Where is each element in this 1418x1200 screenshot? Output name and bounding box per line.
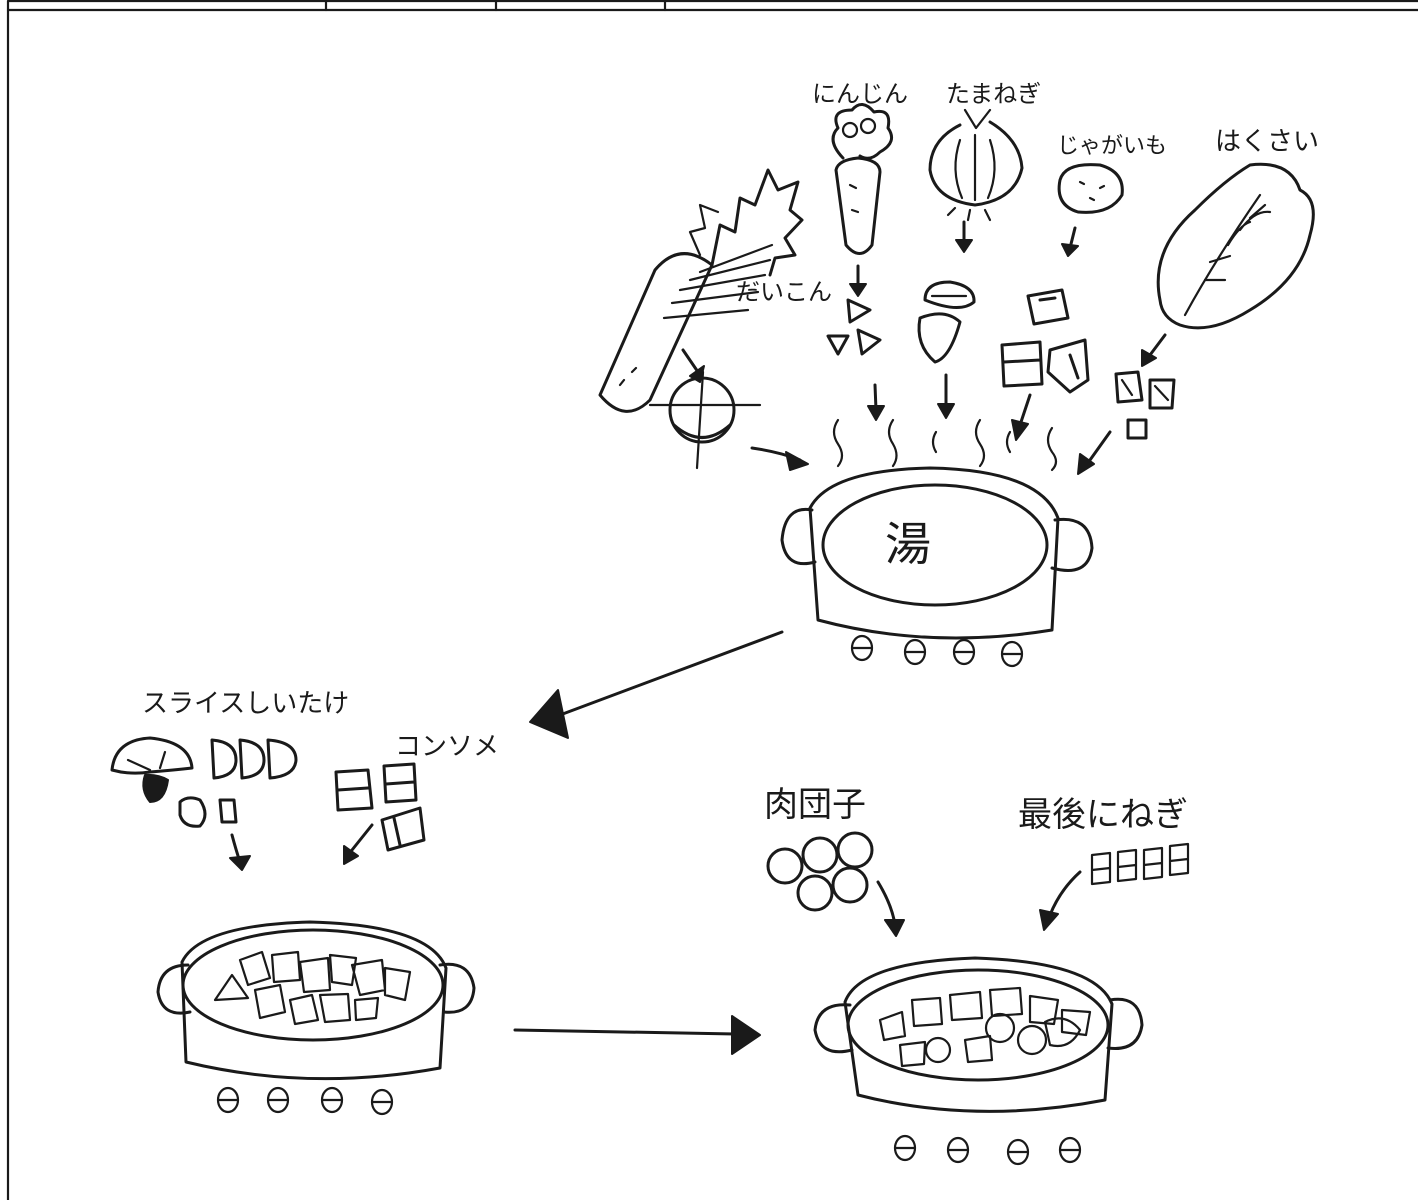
- arrow-potato: [1061, 226, 1079, 257]
- arrow-carrot: [849, 264, 867, 297]
- label-green-onion-last: 最後にねぎ: [1018, 795, 1188, 835]
- carrot-icon: [831, 103, 894, 255]
- pot-vegetables-icon: [156, 920, 476, 1081]
- arrow-cabbage-pot: [1077, 430, 1112, 475]
- pot-label: 湯: [885, 517, 931, 571]
- label-sliced-shiitake: スライスしいたけ: [142, 689, 349, 719]
- potato-icon: [1057, 163, 1124, 214]
- arrow-cabbage: [1141, 333, 1167, 367]
- onion-slices-icon: [917, 280, 976, 364]
- arrow-meatballs: [876, 880, 905, 937]
- label-potato: じゃがいも: [1057, 134, 1167, 159]
- onion-icon: [928, 108, 1024, 222]
- burner-2: [216, 1086, 394, 1116]
- arrow-potato-pot: [1011, 393, 1032, 441]
- arrow-onion: [955, 220, 973, 253]
- page-border: [6, 0, 1418, 1200]
- burner-1: [850, 634, 1024, 668]
- arrow-shiitake: [229, 833, 251, 871]
- label-onion: たまねぎ: [946, 80, 1041, 108]
- potato-cubes-icon: [1000, 288, 1090, 394]
- arrow-consomme: [343, 823, 374, 865]
- steam-lines: [832, 418, 1058, 472]
- arrow-daikon-pot: [750, 446, 809, 471]
- pot-boiling-water-icon: [780, 466, 1094, 640]
- burner-3: [893, 1134, 1082, 1166]
- daikon-icon: [598, 168, 804, 413]
- label-consomme: コンソメ: [395, 732, 499, 762]
- daikon-slice-icon: [648, 370, 762, 470]
- pot-meatball-soup-icon: [813, 956, 1144, 1113]
- shiitake-slices-icon: [178, 738, 298, 828]
- cabbage-pieces-icon: [1114, 370, 1176, 440]
- carrot-pieces-icon: [826, 298, 882, 356]
- arrow-carrot-pot: [867, 383, 885, 421]
- arrow-pot1-to-pot2: [529, 630, 784, 739]
- meatballs-icon: [766, 831, 874, 912]
- shiitake-icon: [110, 736, 194, 803]
- green-onion-pieces-icon: [1090, 842, 1190, 886]
- napa-cabbage-icon: [1156, 162, 1315, 330]
- arrow-green-onion: [1039, 870, 1082, 931]
- arrow-pot2-to-pot3: [513, 1015, 761, 1055]
- consomme-cubes-icon: [334, 762, 426, 852]
- label-meatballs: 肉団子: [764, 785, 866, 825]
- label-napa-cabbage: はくさい: [1215, 127, 1319, 157]
- arrow-onion-pot: [937, 373, 955, 419]
